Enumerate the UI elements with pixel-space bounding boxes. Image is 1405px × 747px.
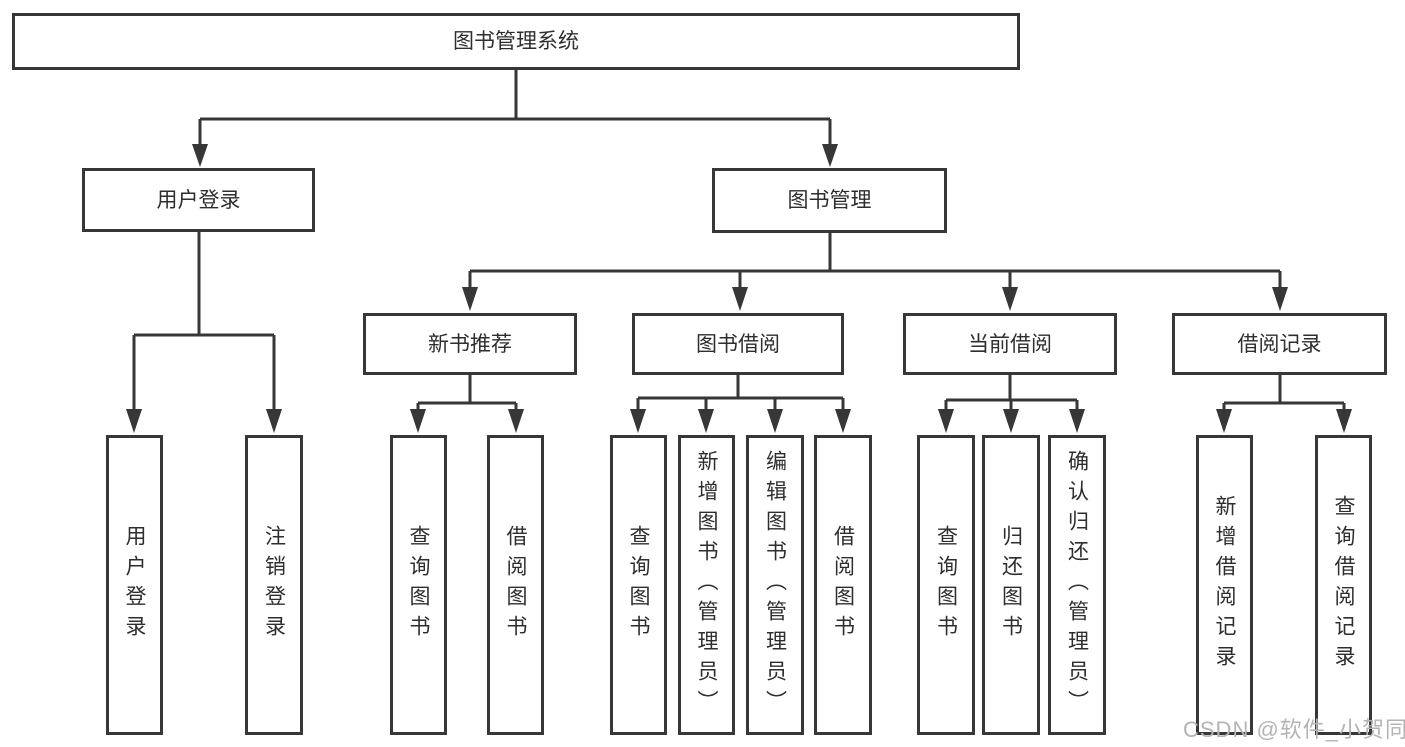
arrowhead-icon: [1002, 287, 1018, 311]
leaf-label: 新增借阅记录: [1213, 495, 1236, 675]
arrowhead-icon: [732, 287, 748, 311]
arrowhead-icon: [508, 409, 524, 433]
arrowhead-icon: [192, 144, 208, 167]
leaf-label: 借阅图书: [504, 525, 527, 645]
leaf-label: 确认归还（管理员）: [1065, 450, 1089, 720]
leaf-label: 查询图书: [934, 525, 958, 645]
leaf-return-books: 归还图书: [982, 435, 1040, 735]
arrowhead-icon: [1003, 409, 1019, 433]
connector-book-borrow: [630, 375, 851, 433]
leaf-confirm-return-admin: 确认归还（管理员）: [1048, 435, 1106, 735]
arrowhead-icon: [462, 287, 478, 311]
leaf-query-books-current: 查询图书: [917, 435, 975, 735]
section-borrow-records: 借阅记录: [1172, 313, 1387, 375]
arrowhead-icon: [1216, 409, 1232, 433]
leaf-logout: 注销登录: [245, 435, 303, 735]
branch-user-login: 用户登录: [82, 168, 315, 232]
arrowhead-icon: [1069, 409, 1085, 433]
section-book-borrow: 图书借阅: [632, 313, 844, 375]
arrowhead-icon: [1272, 287, 1288, 311]
leaf-edit-books-admin: 编辑图书（管理员）: [746, 435, 804, 735]
arrowhead-icon: [822, 144, 838, 167]
arrowhead-icon: [938, 409, 954, 433]
arrowhead-icon: [767, 409, 783, 433]
arrowhead-icon: [1336, 409, 1352, 433]
section-new-book-recommend: 新书推荐: [363, 313, 577, 375]
connector-user-login-to-leaves: [126, 232, 282, 433]
leaf-query-books-borrow: 查询图书: [610, 435, 667, 735]
leaf-add-borrow-record: 新增借阅记录: [1196, 435, 1253, 735]
arrowhead-icon: [698, 409, 714, 433]
leaf-label: 编辑图书（管理员）: [763, 450, 787, 720]
leaf-user-login: 用户登录: [106, 435, 163, 735]
leaf-label: 用户登录: [123, 525, 146, 645]
leaf-label: 注销登录: [262, 525, 286, 645]
arrowhead-icon: [630, 409, 646, 433]
leaf-label: 查询图书: [627, 525, 650, 645]
connector-book-management-to-sections: [462, 233, 1288, 311]
root-node-library-system: 图书管理系统: [12, 13, 1020, 70]
leaf-label: 查询借阅记录: [1332, 495, 1355, 675]
leaf-add-books-admin: 新增图书（管理员）: [678, 435, 735, 735]
leaf-label: 新增图书（管理员）: [695, 450, 718, 720]
arrowhead-icon: [266, 409, 282, 433]
section-current-borrow: 当前借阅: [903, 313, 1117, 375]
csdn-watermark: CSDN @软件_小贺同学: [1183, 717, 1405, 742]
arrowhead-icon: [410, 409, 426, 433]
leaf-label: 归还图书: [999, 525, 1023, 645]
leaf-query-books-recommend: 查询图书: [390, 435, 447, 735]
connector-new-book-recommend: [410, 375, 524, 433]
leaf-borrow-books: 借阅图书: [814, 435, 872, 735]
connector-root-to-branches: [192, 70, 838, 167]
branch-book-management: 图书管理: [712, 168, 947, 233]
connector-current-borrow: [938, 375, 1085, 433]
arrowhead-icon: [835, 409, 851, 433]
leaf-borrow-books-recommend: 借阅图书: [487, 435, 544, 735]
connector-borrow-records: [1216, 375, 1352, 433]
leaf-label: 查询图书: [407, 525, 430, 645]
arrowhead-icon: [126, 409, 142, 433]
leaf-query-borrow-record: 查询借阅记录: [1315, 435, 1372, 735]
leaf-label: 借阅图书: [831, 525, 855, 645]
